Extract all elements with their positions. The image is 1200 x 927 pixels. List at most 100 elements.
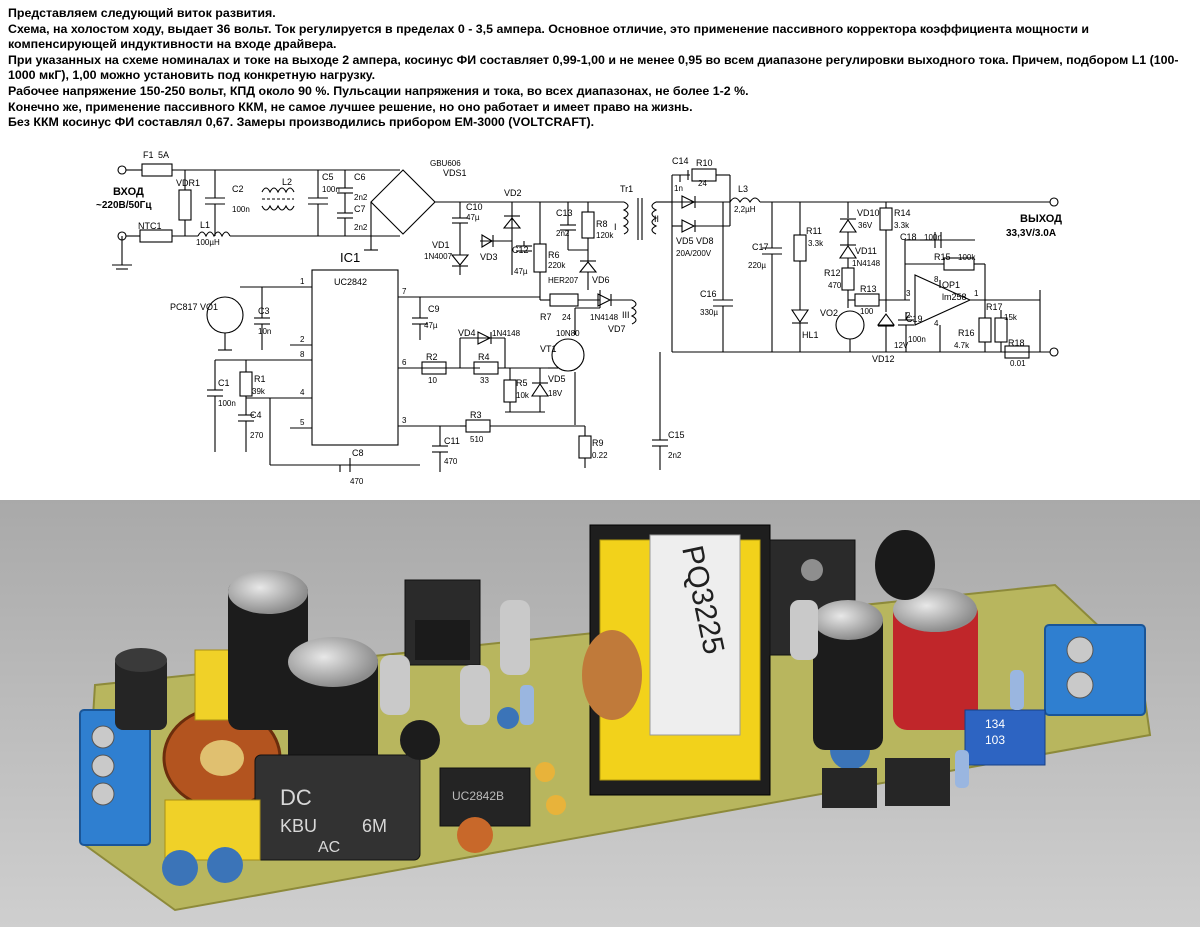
opamp-pin-3: 3 <box>906 289 911 298</box>
label-R5: R5 <box>516 378 528 388</box>
value-C3: 10n <box>258 327 271 336</box>
winding-III: III <box>622 310 630 320</box>
black-inductor <box>115 648 167 730</box>
label-R1: R1 <box>254 374 266 384</box>
schematic-labels: ВХОД ~220В/50Гц ВЫХОД 33,3V/3.0A IC1 UC2… <box>96 150 1062 486</box>
label-C13: C13 <box>556 208 573 218</box>
ic-pin-7: 7 <box>402 287 407 296</box>
ic-pin-8: 8 <box>300 350 305 359</box>
transformer-ref: Tr1 <box>620 184 633 194</box>
schematic-wires <box>112 163 1059 472</box>
value-VD4: 1N4148 <box>492 329 521 338</box>
value-VT1: 10N80 <box>556 329 580 338</box>
opamp-pin-8: 8 <box>934 275 939 284</box>
trimmer-marking-2: 103 <box>985 733 1005 747</box>
value-VD1: 1N4007 <box>424 252 453 261</box>
label-VT1: VT1 <box>540 344 557 354</box>
label-C5: C5 <box>322 172 334 182</box>
value-R8: 120k <box>596 231 614 240</box>
bridge-marking-ac: AC <box>318 839 340 856</box>
opamp-chip <box>885 758 950 806</box>
article-paragraph-1: Представляем следующий виток развития. <box>8 6 276 20</box>
value-C14: 1n <box>674 184 683 193</box>
value-L3: 2,2µH <box>734 205 756 214</box>
opamp-ref: OP1 <box>942 280 960 290</box>
value-R15: 100k <box>958 253 976 262</box>
value-VD5-VD8: 20A/200V <box>676 249 712 258</box>
label-L1: L1 <box>200 220 210 230</box>
value-C18: 100n <box>924 233 942 242</box>
bridge-rectifier: DC KBU 6M AC <box>254 754 421 861</box>
label-VD3: VD3 <box>480 252 498 262</box>
label-C15: C15 <box>668 430 685 440</box>
label-VD10: VD10 <box>857 208 880 218</box>
value-R14: 3.3k <box>894 221 910 230</box>
label-R14: R14 <box>894 208 911 218</box>
value-R17: 15k <box>1004 313 1018 322</box>
value-C16: 330µ <box>700 308 718 317</box>
label-R6: R6 <box>548 250 560 260</box>
label-R18: R18 <box>1008 338 1025 348</box>
ic-pin-4: 4 <box>300 388 305 397</box>
output-rating: 33,3V/3.0A <box>1006 228 1056 239</box>
label-R16: R16 <box>958 328 975 338</box>
value-C15: 2n2 <box>668 451 682 460</box>
value-R4: 33 <box>480 376 489 385</box>
ic-pin-3: 3 <box>402 416 407 425</box>
label-C12: C12 <box>512 245 529 255</box>
input-voltage: ~220В/50Гц <box>96 200 152 211</box>
label-NTC1: NTC1 <box>138 221 162 231</box>
ic-part: UC2842 <box>334 277 367 287</box>
label-C6: C6 <box>354 172 366 182</box>
value-C10: 47µ <box>466 213 480 222</box>
ic-pin-6: 6 <box>402 358 407 367</box>
ic-pin-1: 1 <box>300 277 305 286</box>
label-C11: C11 <box>444 436 460 446</box>
label-C4: C4 <box>250 410 262 420</box>
value-R18: 0.01 <box>1010 359 1026 368</box>
label-C2: C2 <box>232 184 244 194</box>
pq3225-transformer: PQ3225 <box>582 524 771 796</box>
trimmer-marking: 134 <box>985 717 1005 731</box>
value-R6: 220k <box>548 261 566 270</box>
label-C19: C19 <box>906 314 923 324</box>
label-C18: C18 <box>900 232 917 242</box>
article-text: Представляем следующий виток развития. С… <box>8 6 1193 131</box>
value-C9: 47µ <box>424 321 438 330</box>
ic-ref: IC1 <box>340 250 360 265</box>
output-capacitors <box>813 530 978 750</box>
value-R13: 100 <box>860 307 874 316</box>
opamp-pin-1: 1 <box>974 289 979 298</box>
article-paragraph-3: При указанных на схеме номиналах и токе … <box>8 52 1179 83</box>
output-label: ВЫХОД <box>1020 213 1062 225</box>
value-VD7: 1N4148 <box>590 313 619 322</box>
label-C10: C10 <box>466 202 483 212</box>
value-C17: 220µ <box>748 261 766 270</box>
value-VD5: 18V <box>548 389 563 398</box>
mosfet-to220 <box>404 579 481 666</box>
value-C19: 100n <box>908 335 926 344</box>
circuit-schematic: ВХОД ~220В/50Гц ВЫХОД 33,3V/3.0A IC1 UC2… <box>96 150 1062 486</box>
label-C3: C3 <box>258 306 270 316</box>
label-VD1: VD1 <box>432 240 450 250</box>
label-R15: R15 <box>934 252 951 262</box>
ic-pin-5: 5 <box>300 418 305 427</box>
opamp-pin-4: 4 <box>934 319 939 328</box>
value-R7: 24 <box>562 313 571 322</box>
bridge-marking-dc: DC <box>280 785 312 810</box>
label-C14: C14 <box>672 156 689 166</box>
label-VD12: VD12 <box>872 354 895 364</box>
value-C2: 100n <box>232 205 250 214</box>
label-R7: R7 <box>540 312 552 322</box>
value-C7: 2n2 <box>354 223 368 232</box>
input-terminal-block <box>79 709 151 846</box>
label-VDS1: VDS1 <box>443 168 467 178</box>
label-VO2: VO2 <box>820 308 838 318</box>
label-L3: L3 <box>738 184 748 194</box>
label-C8: C8 <box>352 448 364 458</box>
label-VDR1: VDR1 <box>176 178 200 188</box>
label-R9: R9 <box>592 438 604 448</box>
disc-capacitor-2 <box>207 847 243 883</box>
label-R13: R13 <box>860 284 877 294</box>
value-C1: 100n <box>218 399 236 408</box>
